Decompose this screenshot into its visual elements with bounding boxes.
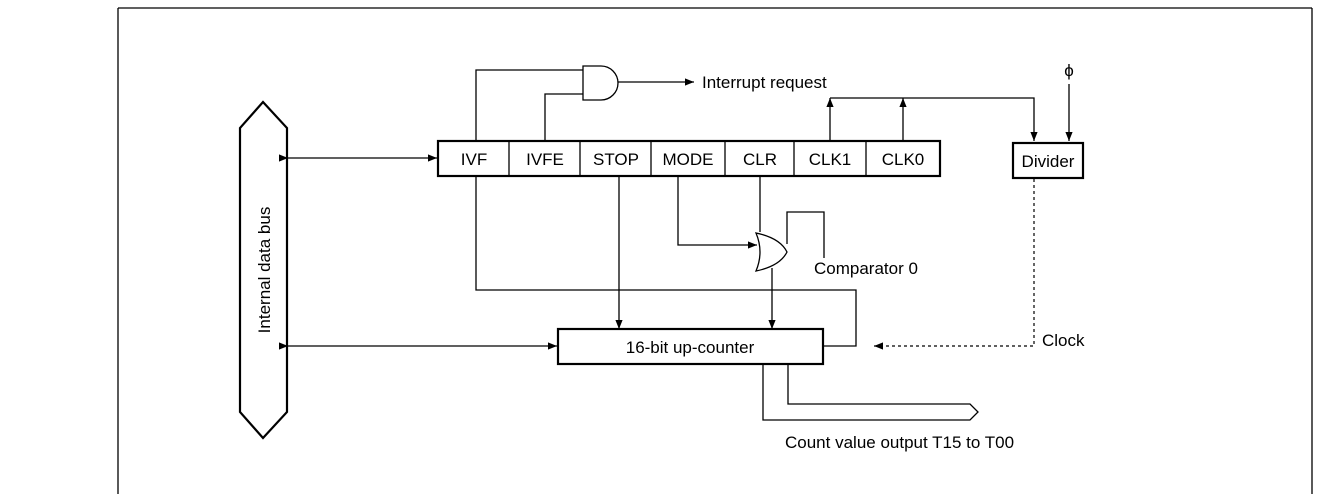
ivfe-to-and-gate [544,93,583,141]
register-field-clk0: CLK0 [882,150,925,169]
register-field-ivf: IVF [461,150,487,169]
register-field-clk1: CLK1 [809,150,852,169]
comparator-to-or-gate [786,211,825,258]
register-field-ivfe: IVFE [526,150,564,169]
register-outline [436,139,942,178]
clock-select-to-divider [830,97,1038,141]
bus-label: Internal data bus [255,207,274,334]
or-gate [754,232,788,272]
divider-box [1011,141,1085,180]
count-output-bus [762,364,979,421]
register-field-stop: STOP [593,150,639,169]
and-gate [582,65,619,101]
phi-label: ϕ [1064,61,1074,80]
register-field-clr: CLR [743,150,777,169]
comparator-label: Comparator 0 [814,259,918,278]
count-output-label: Count value output T15 to T00 [785,433,1014,452]
counter-overflow-to-ivf [475,177,857,347]
clock-dashed-line [874,179,1035,350]
up-counter-label: 16-bit up-counter [626,338,755,357]
register-field-mode: MODE [663,150,714,169]
up-counter-box [556,327,825,366]
clock-label: Clock [1042,331,1085,350]
ivf-to-and-gate [475,69,583,141]
internal-data-bus [238,100,289,440]
interrupt-request-label: Interrupt request [702,73,827,92]
divider-label: Divider [1022,152,1075,171]
control-register: IVF IVFE STOP MODE CLR CLK1 CLK0 [436,139,942,178]
mode-to-or-gate [677,176,757,249]
